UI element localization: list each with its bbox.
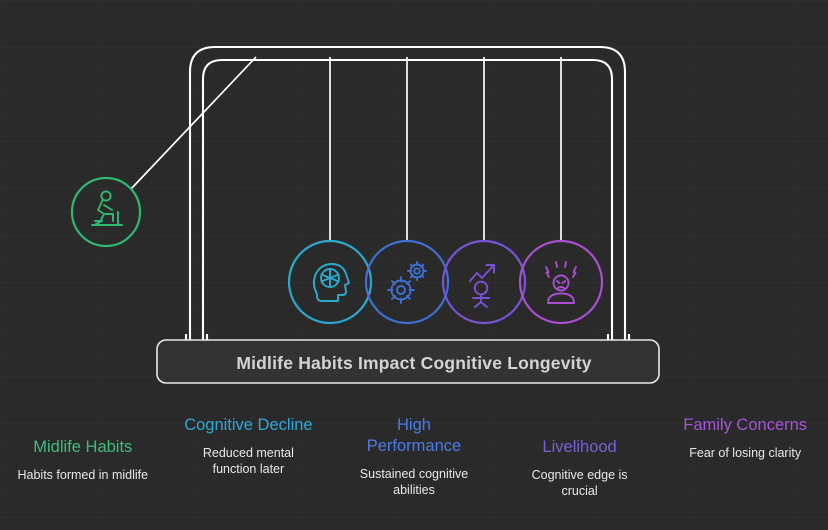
string-midlife-habits — [130, 56, 257, 190]
legend-title-high-performance: High Performance — [366, 416, 462, 455]
legend-desc-family-concerns: Fear of losing clarity — [689, 446, 802, 460]
gears-icon — [387, 261, 427, 304]
person-growth-arrow-icon — [469, 264, 495, 308]
legend-item-high-performance[interactable]: High Performance Sustained cognitive abi… — [331, 415, 497, 499]
legend-row: Midlife Habits Habits formed in midlife … — [0, 415, 828, 499]
cradle-strings — [329, 57, 562, 242]
person-exercising-icon — [91, 190, 123, 226]
legend-title-family-concerns: Family Concerns — [683, 416, 808, 434]
stressed-person-icon — [545, 261, 577, 304]
legend-item-family-concerns[interactable]: Family Concerns Fear of losing clarity — [662, 415, 828, 499]
ball-high-performance[interactable] — [364, 239, 450, 325]
legend-desc-cognitive-decline: Reduced mental function later — [202, 446, 294, 476]
legend-desc-midlife-habits: Habits formed in midlife — [17, 468, 149, 482]
legend-title-livelihood: Livelihood — [542, 438, 617, 456]
ball-circle-livelihood — [441, 239, 527, 325]
cradle-base — [156, 339, 660, 384]
legend-desc-livelihood: Cognitive edge is crucial — [531, 468, 628, 498]
ball-family-concerns[interactable] — [518, 239, 604, 325]
ball-circle-high-performance — [364, 239, 450, 325]
head-brain-icon — [312, 263, 350, 302]
legend-title-midlife-habits: Midlife Habits — [33, 438, 133, 456]
ball-cognitive-decline[interactable] — [287, 239, 373, 325]
ball-circle-midlife-habits — [70, 176, 142, 248]
legend-title-cognitive-decline: Cognitive Decline — [184, 416, 313, 434]
ball-circle-cognitive-decline — [287, 239, 373, 325]
ball-midlife-habits[interactable] — [70, 176, 142, 248]
legend-item-midlife-habits[interactable]: Midlife Habits Habits formed in midlife — [0, 415, 166, 499]
ball-livelihood[interactable] — [441, 239, 527, 325]
legend-desc-high-performance: Sustained cognitive abilities — [359, 467, 469, 497]
base-plate — [156, 339, 660, 384]
legend-item-livelihood[interactable]: Livelihood Cognitive edge is crucial — [497, 415, 663, 499]
legend-item-cognitive-decline[interactable]: Cognitive Decline Reduced mental functio… — [166, 415, 332, 499]
ball-circle-family-concerns — [518, 239, 604, 325]
frame-outer-rail — [188, 45, 627, 347]
